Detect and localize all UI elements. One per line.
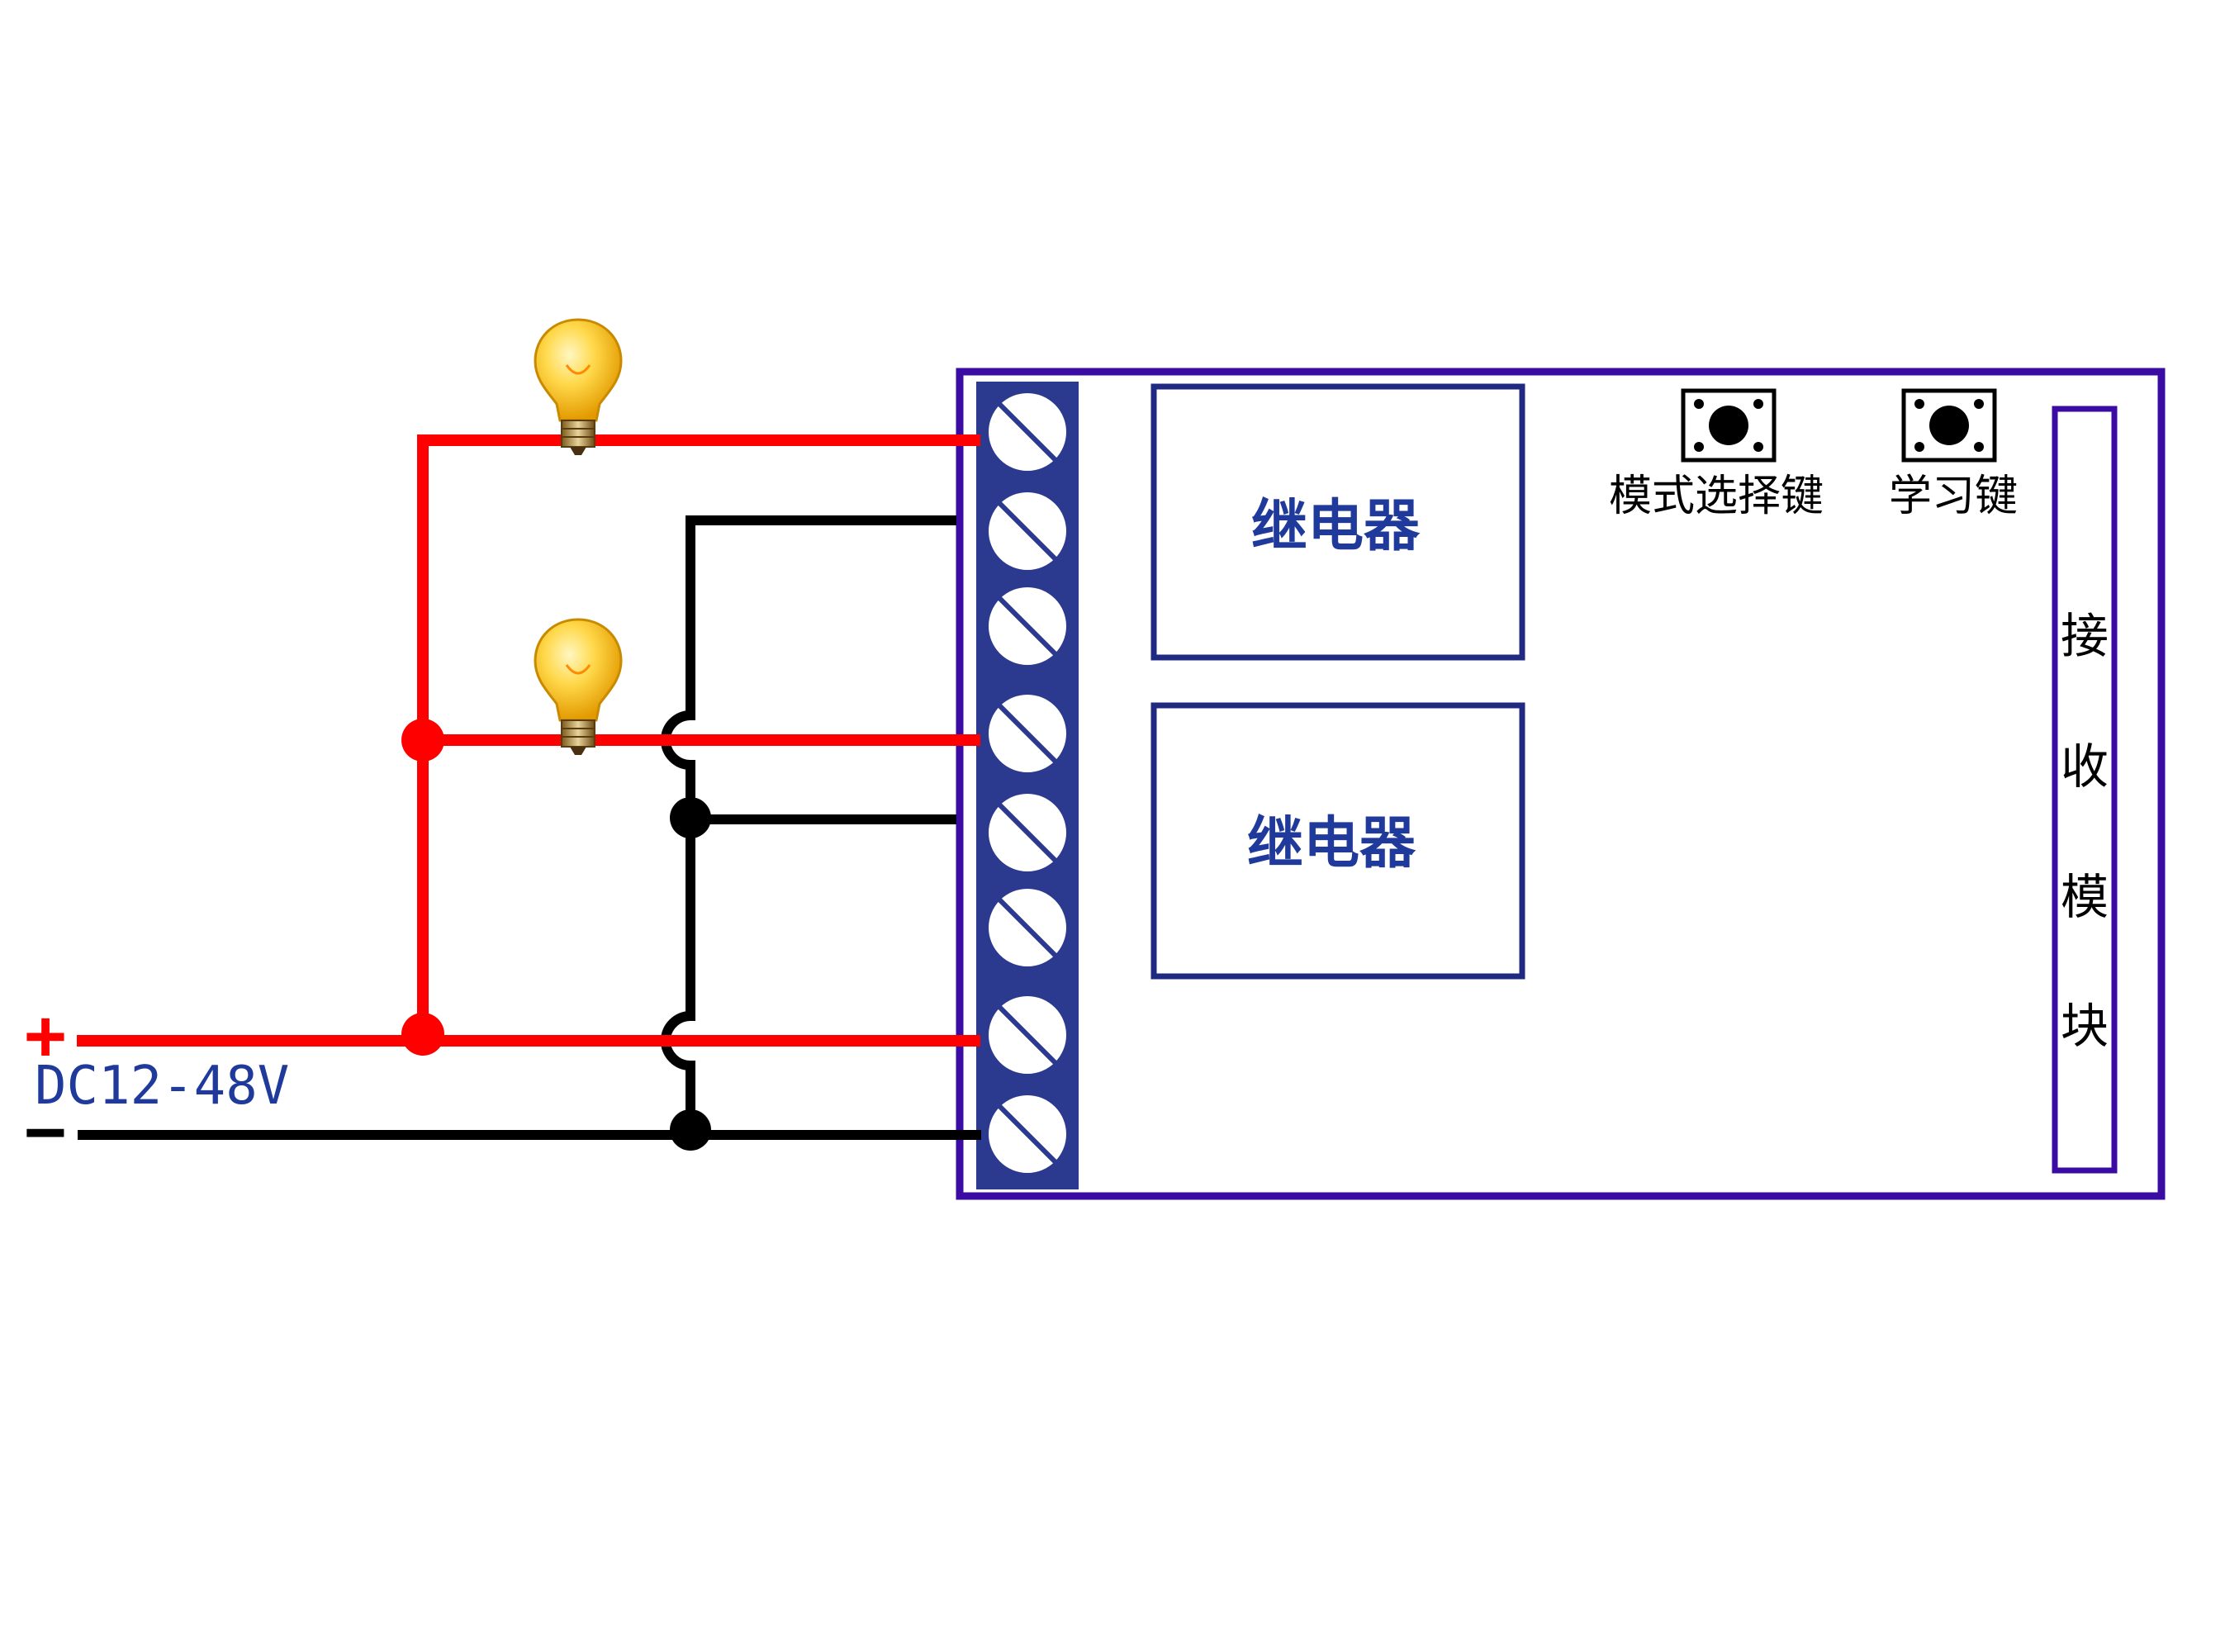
learn-button-icon[interactable] <box>1904 391 1995 460</box>
minus-symbol: − <box>25 1090 67 1171</box>
terminal-screw-icon <box>986 391 1069 473</box>
receiver-module-char-1: 接 <box>2061 608 2109 664</box>
terminal-screw-icon <box>986 886 1069 969</box>
terminal-screw-icon <box>986 490 1069 572</box>
mode-select-button-icon[interactable] <box>1683 391 1774 460</box>
terminal-screw-icon <box>986 791 1069 874</box>
receiver-module-char-4: 块 <box>2061 998 2109 1054</box>
terminal-screw-icon <box>986 585 1069 667</box>
receiver-module-char-3: 模 <box>2061 869 2109 925</box>
relay-1-label: 继电器 <box>1251 494 1421 559</box>
positive-wiring <box>77 434 980 1047</box>
learn-label: 学习键 <box>1889 472 2018 521</box>
terminal-block <box>976 382 1079 1189</box>
receiver-module-box <box>2052 406 2118 1174</box>
mode-select-label: 模式选择键 <box>1609 472 1824 521</box>
plus-symbol: + <box>25 995 67 1075</box>
voltage-label: DC12-48V <box>35 1056 289 1117</box>
junction-dot-icon <box>401 1013 444 1056</box>
relay-1-box <box>1150 383 1525 661</box>
junction-dot-icon <box>670 1109 711 1151</box>
terminal-screw-icon <box>986 1093 1069 1175</box>
receiver-module-char-2: 收 <box>2061 738 2109 795</box>
terminal-screw-icon <box>986 994 1069 1076</box>
terminal-screw-icon <box>986 692 1069 775</box>
junction-dot-icon <box>401 719 444 762</box>
relay-2-box <box>1150 702 1525 980</box>
junction-dot-icon <box>670 797 711 838</box>
relay-2-label: 继电器 <box>1247 811 1416 876</box>
